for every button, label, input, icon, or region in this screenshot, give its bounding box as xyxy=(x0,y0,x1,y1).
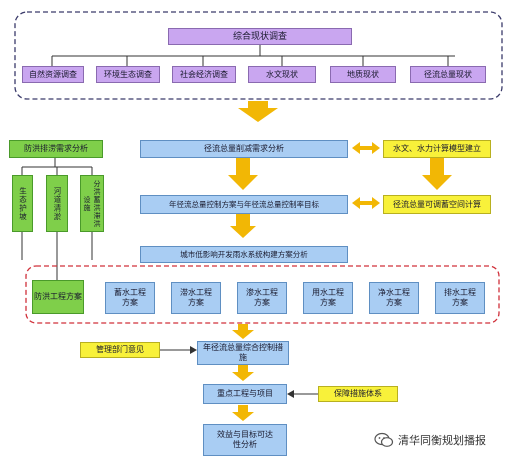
hydro-model-box: 水文、水力计算模型建立 xyxy=(383,140,491,158)
double-arrow-1 xyxy=(352,142,380,154)
arrow-down-1 xyxy=(238,101,278,122)
survey-item-social: 社会经济调查 xyxy=(172,66,236,83)
runoff-analysis-box: 径流总量削减需求分析 xyxy=(140,140,348,158)
guarantee-box: 保障措施体系 xyxy=(318,386,398,402)
mgmt-opinion-box: 管理部门意见 xyxy=(80,342,160,358)
survey-title: 综合现状调查 xyxy=(168,28,352,45)
watermark-text: 清华同衡规划播报 xyxy=(398,434,486,447)
arrow-down-5 xyxy=(232,324,254,339)
project-retention: 滞水工程方案 xyxy=(171,282,221,314)
survey-item-runoff: 径流总量现状 xyxy=(410,66,486,83)
wechat-icon xyxy=(374,432,394,447)
city-plan-box: 城市低影响开发雨水系统构建方案分析 xyxy=(140,246,348,263)
survey-item-hydrology: 水文现状 xyxy=(248,66,316,83)
project-use: 用水工程方案 xyxy=(303,282,353,314)
project-drainage: 排水工程方案 xyxy=(435,282,485,314)
space-calc-box: 径流总量可调蓄空间计算 xyxy=(383,195,491,214)
arrow-down-6 xyxy=(232,365,254,381)
arrow-down-7 xyxy=(232,405,254,421)
arrow-down-4 xyxy=(230,214,256,238)
key-projects-box: 重点工程与项目 xyxy=(203,384,287,404)
flood-analysis-box: 防洪排涝需求分析 xyxy=(9,140,103,158)
benefit-box: 效益与目标可达性分析 xyxy=(203,424,287,456)
project-flood: 防洪工程方案 xyxy=(32,280,84,314)
projects-frame xyxy=(25,265,500,324)
arrow-down-3 xyxy=(422,158,452,190)
flood-sub-facility: 分洪蓄洪滞洪设施 xyxy=(80,175,104,232)
survey-item-ecology: 环境生态调查 xyxy=(96,66,160,83)
project-storage: 蓄水工程方案 xyxy=(105,282,155,314)
annual-target-box: 年径流总量控制方案与年径流总量控制率目标 xyxy=(140,195,348,214)
flood-sub-slope: 生态护坡 xyxy=(12,175,33,232)
measures-box: 年径流总量综合控制措施 xyxy=(197,341,289,365)
arrow-down-2 xyxy=(228,158,258,190)
project-infiltration: 渗水工程方案 xyxy=(237,282,287,314)
survey-item-geology: 地质现状 xyxy=(330,66,396,83)
watermark: 清华同衡规划播报 xyxy=(374,432,486,448)
survey-frame xyxy=(14,11,503,100)
double-arrow-2 xyxy=(352,197,380,209)
flood-sub-dredge: 河道清淤 xyxy=(46,175,68,232)
survey-item-natural: 自然资源调查 xyxy=(22,66,84,83)
project-purify: 净水工程方案 xyxy=(369,282,419,314)
